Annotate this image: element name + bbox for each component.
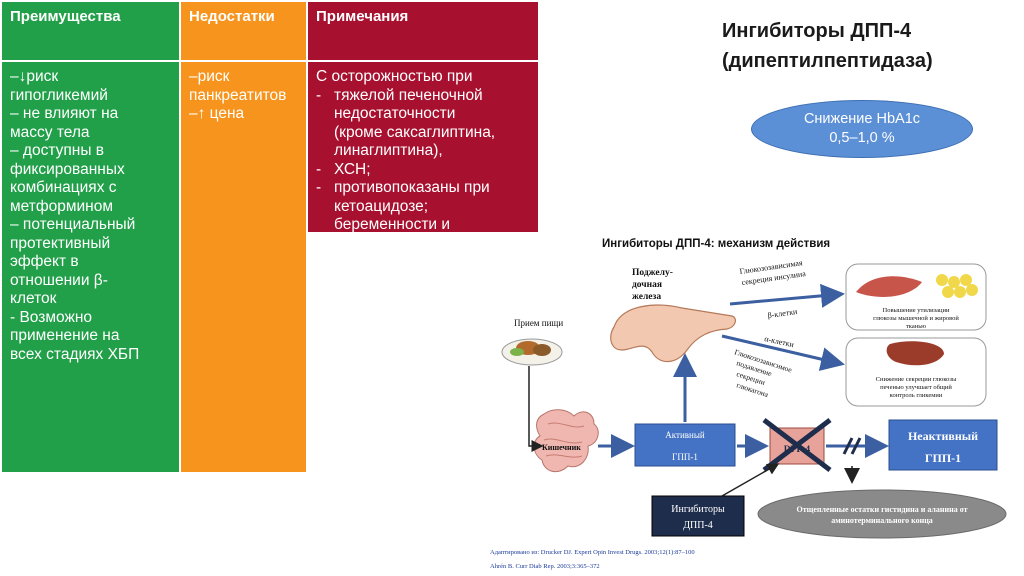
notes-header: Примечания bbox=[308, 2, 538, 62]
notes-line: недостаточности bbox=[334, 105, 456, 122]
pancreas-label-1: Поджелу- bbox=[632, 268, 673, 278]
hba1c-line2: 0,5–1,0 % bbox=[829, 130, 895, 146]
inhibitors-line1: Ингибиторы bbox=[671, 504, 725, 515]
muscle-text-3: тканью bbox=[906, 323, 926, 330]
reference-2: Ahrén B. Curr Diab Rep. 2003;3:365–372 bbox=[490, 563, 600, 570]
food-icon bbox=[501, 338, 563, 366]
advantages-line: – потенциальный bbox=[10, 216, 136, 233]
inhibitors-to-dpp4-arrow bbox=[721, 463, 780, 497]
inhibitors-line2: ДПП-4 bbox=[683, 520, 713, 531]
residues-ellipse bbox=[757, 489, 1007, 539]
bullet-text: ХСН; bbox=[334, 161, 371, 180]
advantages-header: Преимущества bbox=[2, 2, 179, 62]
advantages-line: фиксированных bbox=[10, 160, 125, 178]
active-glp1-line2: ГПП-1 bbox=[672, 452, 698, 462]
advantages-line: массу тела bbox=[10, 123, 90, 141]
advantages-line: всех стадиях ХБП bbox=[10, 345, 140, 363]
notes-line: беременности и bbox=[334, 216, 451, 233]
notes-line: тяжелой печеночной bbox=[334, 86, 483, 104]
disadvantages-line: –↑ цена bbox=[189, 105, 245, 122]
dpp4-label: DPP-4 bbox=[784, 445, 811, 455]
inactive-glp1-line1: Неактивный bbox=[908, 429, 978, 443]
fat-icon bbox=[936, 274, 978, 298]
insulin-arrow bbox=[729, 283, 845, 308]
liver-text-1: Снижение секреции глюкозы bbox=[876, 376, 957, 383]
notes-line: линаглиптина), bbox=[334, 142, 443, 159]
notes-line: лактации). bbox=[334, 234, 410, 252]
intestine-icon bbox=[533, 409, 599, 473]
bullet-dash: - bbox=[316, 86, 322, 104]
liver-text-2: печенью улучшает общий bbox=[880, 384, 952, 391]
inactive-glp1-line2: ГПП-1 bbox=[925, 451, 961, 465]
advantages-line: протективный bbox=[10, 234, 111, 252]
diagram-title: Ингибиторы ДПП-4: механизм действия bbox=[602, 238, 830, 250]
slide-title-line1: Ингибиторы ДПП-4 bbox=[722, 20, 912, 42]
pancreas-label-3: железа bbox=[632, 292, 661, 302]
block-marks bbox=[842, 437, 862, 455]
active-glp1-box bbox=[634, 423, 736, 467]
advantages-line: –↓риск bbox=[10, 68, 59, 85]
dpp4-cross bbox=[762, 418, 832, 472]
muscle-text-2: глюкозы мышечной и жировой bbox=[873, 315, 959, 322]
advantages-line: клеток bbox=[10, 290, 57, 307]
pancreas-icon bbox=[610, 304, 737, 363]
disadvantages-line: панкреатитов bbox=[189, 86, 287, 104]
disadvantages-header: Недостатки bbox=[181, 2, 306, 62]
bullet-dash: - bbox=[316, 179, 322, 196]
reference-1: Адаптировано из: Drucker DJ. Expert Opin… bbox=[490, 549, 695, 556]
intestine-label: Кишечник bbox=[542, 443, 581, 452]
muscle-text-1: Повышение утилизации bbox=[883, 307, 950, 314]
inactive-glp1-box bbox=[888, 419, 998, 471]
glucagon-arrow bbox=[721, 334, 845, 371]
advantages-line: отношении β- bbox=[10, 271, 108, 289]
food-label: Прием пищи bbox=[514, 318, 563, 328]
mechanism-diagram-svg: Ингибиторы ДПП-4: механизм действия Прие… bbox=[490, 238, 1007, 570]
advantages-line: – не влияют на bbox=[10, 105, 119, 122]
advantages-line: применение на bbox=[10, 327, 120, 344]
mechanism-diagram: Ингибиторы ДПП-4: механизм действия Прие… bbox=[482, 232, 1024, 576]
notes-line: (кроме саксаглиптина, bbox=[334, 123, 496, 141]
notes-line: кетоацидозе; bbox=[334, 197, 429, 215]
inhibitors-box bbox=[651, 495, 745, 537]
advantages-line: – доступны в bbox=[10, 142, 104, 159]
disadvantages-line: –риск bbox=[189, 68, 230, 85]
hba1c-line1: Снижение HbA1c bbox=[803, 111, 921, 127]
liver-text-3: контроль гликемии bbox=[890, 392, 943, 399]
pancreas-label-2: дочная bbox=[632, 280, 662, 290]
slide-title-line2: (дипептилпептидаза) bbox=[722, 50, 933, 72]
hba1c-ellipse: Снижение HbA1c 0,5–1,0 % bbox=[751, 100, 973, 158]
notes-bullet: -ХСН; bbox=[316, 161, 530, 180]
advantages-line: - Возможно bbox=[10, 308, 93, 326]
residues-line2: аминотерминального конца bbox=[831, 516, 933, 525]
advantages-line: гипогликемий bbox=[10, 86, 108, 104]
muscle-icon bbox=[856, 276, 922, 297]
bullet-dash: - bbox=[316, 160, 322, 178]
notes-line: противопоказаны при bbox=[334, 179, 490, 196]
liver-icon bbox=[886, 341, 944, 366]
food-to-intestine-arrow bbox=[528, 366, 544, 452]
slide-title: Ингибиторы ДПП-4 (дипептилпептидаза) bbox=[722, 16, 933, 76]
advantages-line: комбинациях с bbox=[10, 179, 117, 196]
residues-line1: Отщепленные остатки гистидина и аланина … bbox=[796, 505, 967, 514]
advantages-line: метформином bbox=[10, 197, 114, 215]
notes-intro: С осторожностью при bbox=[316, 68, 473, 85]
notes-column: Примечания С осторожностью при -тяжелой … bbox=[308, 2, 538, 252]
notes-line: ХСН; bbox=[334, 160, 371, 178]
active-glp1-line1: Активный bbox=[665, 430, 705, 440]
liver-box bbox=[845, 337, 987, 407]
beta-cells-label: β-клетки bbox=[767, 307, 799, 320]
advantages-line: эффект в bbox=[10, 253, 79, 270]
